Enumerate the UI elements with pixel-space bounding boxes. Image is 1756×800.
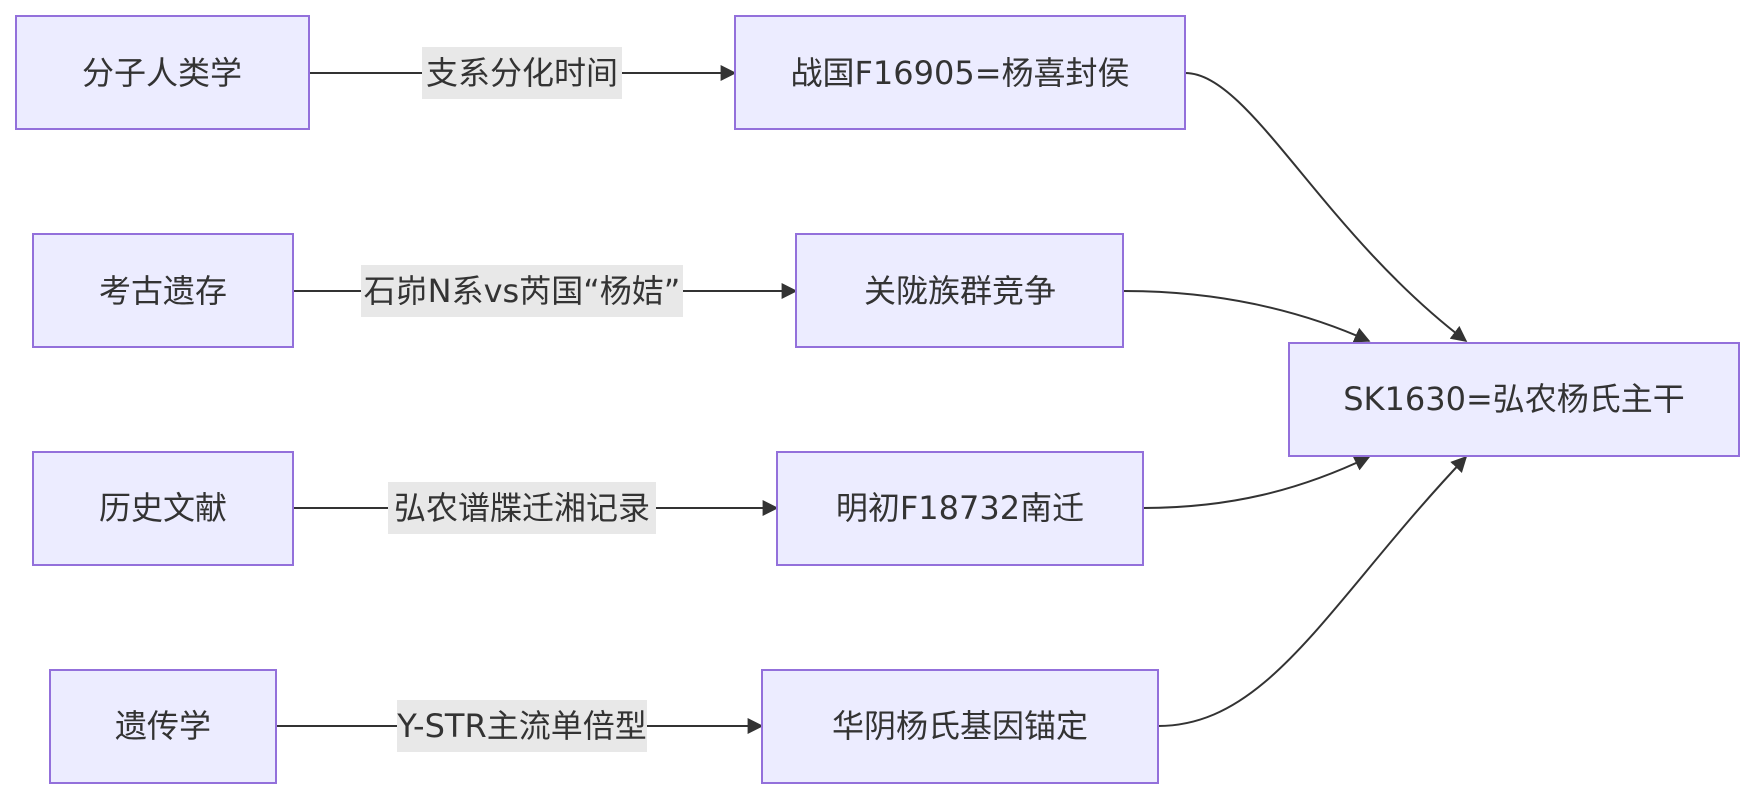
svg-text:支系分化时间: 支系分化时间 <box>426 54 618 92</box>
svg-text:关陇族群竞争: 关陇族群竞争 <box>864 272 1056 310</box>
node-early-ming-f18732[interactable]: 明初F18732南迁 <box>776 451 1144 566</box>
edge-guanlong-to-sk1630 <box>1122 290 1371 343</box>
node-historical-documents[interactable]: 历史文献 <box>32 451 294 566</box>
edge-label-shimao-ruiguo: 石峁N系vs芮国“杨姞” <box>361 265 683 317</box>
edge-label-branch-divergence: 支系分化时间 <box>422 47 622 99</box>
edge-label-hongnong-records: 弘农谱牒迁湘记录 <box>388 482 656 534</box>
svg-text:考古遗存: 考古遗存 <box>99 272 227 310</box>
node-huayin-gene-anchor[interactable]: 华阴杨氏基因锚定 <box>761 669 1159 784</box>
node-warring-states-f16905[interactable]: 战国F16905=杨喜封侯 <box>734 15 1186 130</box>
edge-label-ystr-haplotype: Y-STR主流单倍型 <box>396 700 647 752</box>
edge-warring-to-sk1630 <box>1184 72 1468 342</box>
svg-text:石峁N系vs芮国“杨姞”: 石峁N系vs芮国“杨姞” <box>364 272 681 310</box>
svg-text:明初F18732南迁: 明初F18732南迁 <box>836 489 1084 527</box>
svg-text:历史文献: 历史文献 <box>99 489 227 527</box>
edge-mingchu-to-sk1630 <box>1142 455 1371 509</box>
svg-text:战国F16905=杨喜封侯: 战国F16905=杨喜封侯 <box>790 54 1129 92</box>
svg-text:SK1630=弘农杨氏主干: SK1630=弘农杨氏主干 <box>1343 380 1685 418</box>
node-archaeology[interactable]: 考古遗存 <box>32 233 294 348</box>
svg-text:华阴杨氏基因锚定: 华阴杨氏基因锚定 <box>832 707 1088 745</box>
node-genetics[interactable]: 遗传学 <box>49 669 277 784</box>
svg-text:Y-STR主流单倍型: Y-STR主流单倍型 <box>396 707 646 745</box>
svg-text:弘农谱牒迁湘记录: 弘农谱牒迁湘记录 <box>394 489 650 527</box>
edge-huayin-to-sk1630 <box>1157 455 1468 727</box>
svg-text:分子人类学: 分子人类学 <box>82 54 242 92</box>
node-guanlong-competition[interactable]: 关陇族群竞争 <box>795 233 1124 348</box>
svg-text:遗传学: 遗传学 <box>115 707 211 745</box>
node-sk1630-main-trunk[interactable]: SK1630=弘农杨氏主干 <box>1288 342 1740 457</box>
node-molecular-anthropology[interactable]: 分子人类学 <box>15 15 310 130</box>
